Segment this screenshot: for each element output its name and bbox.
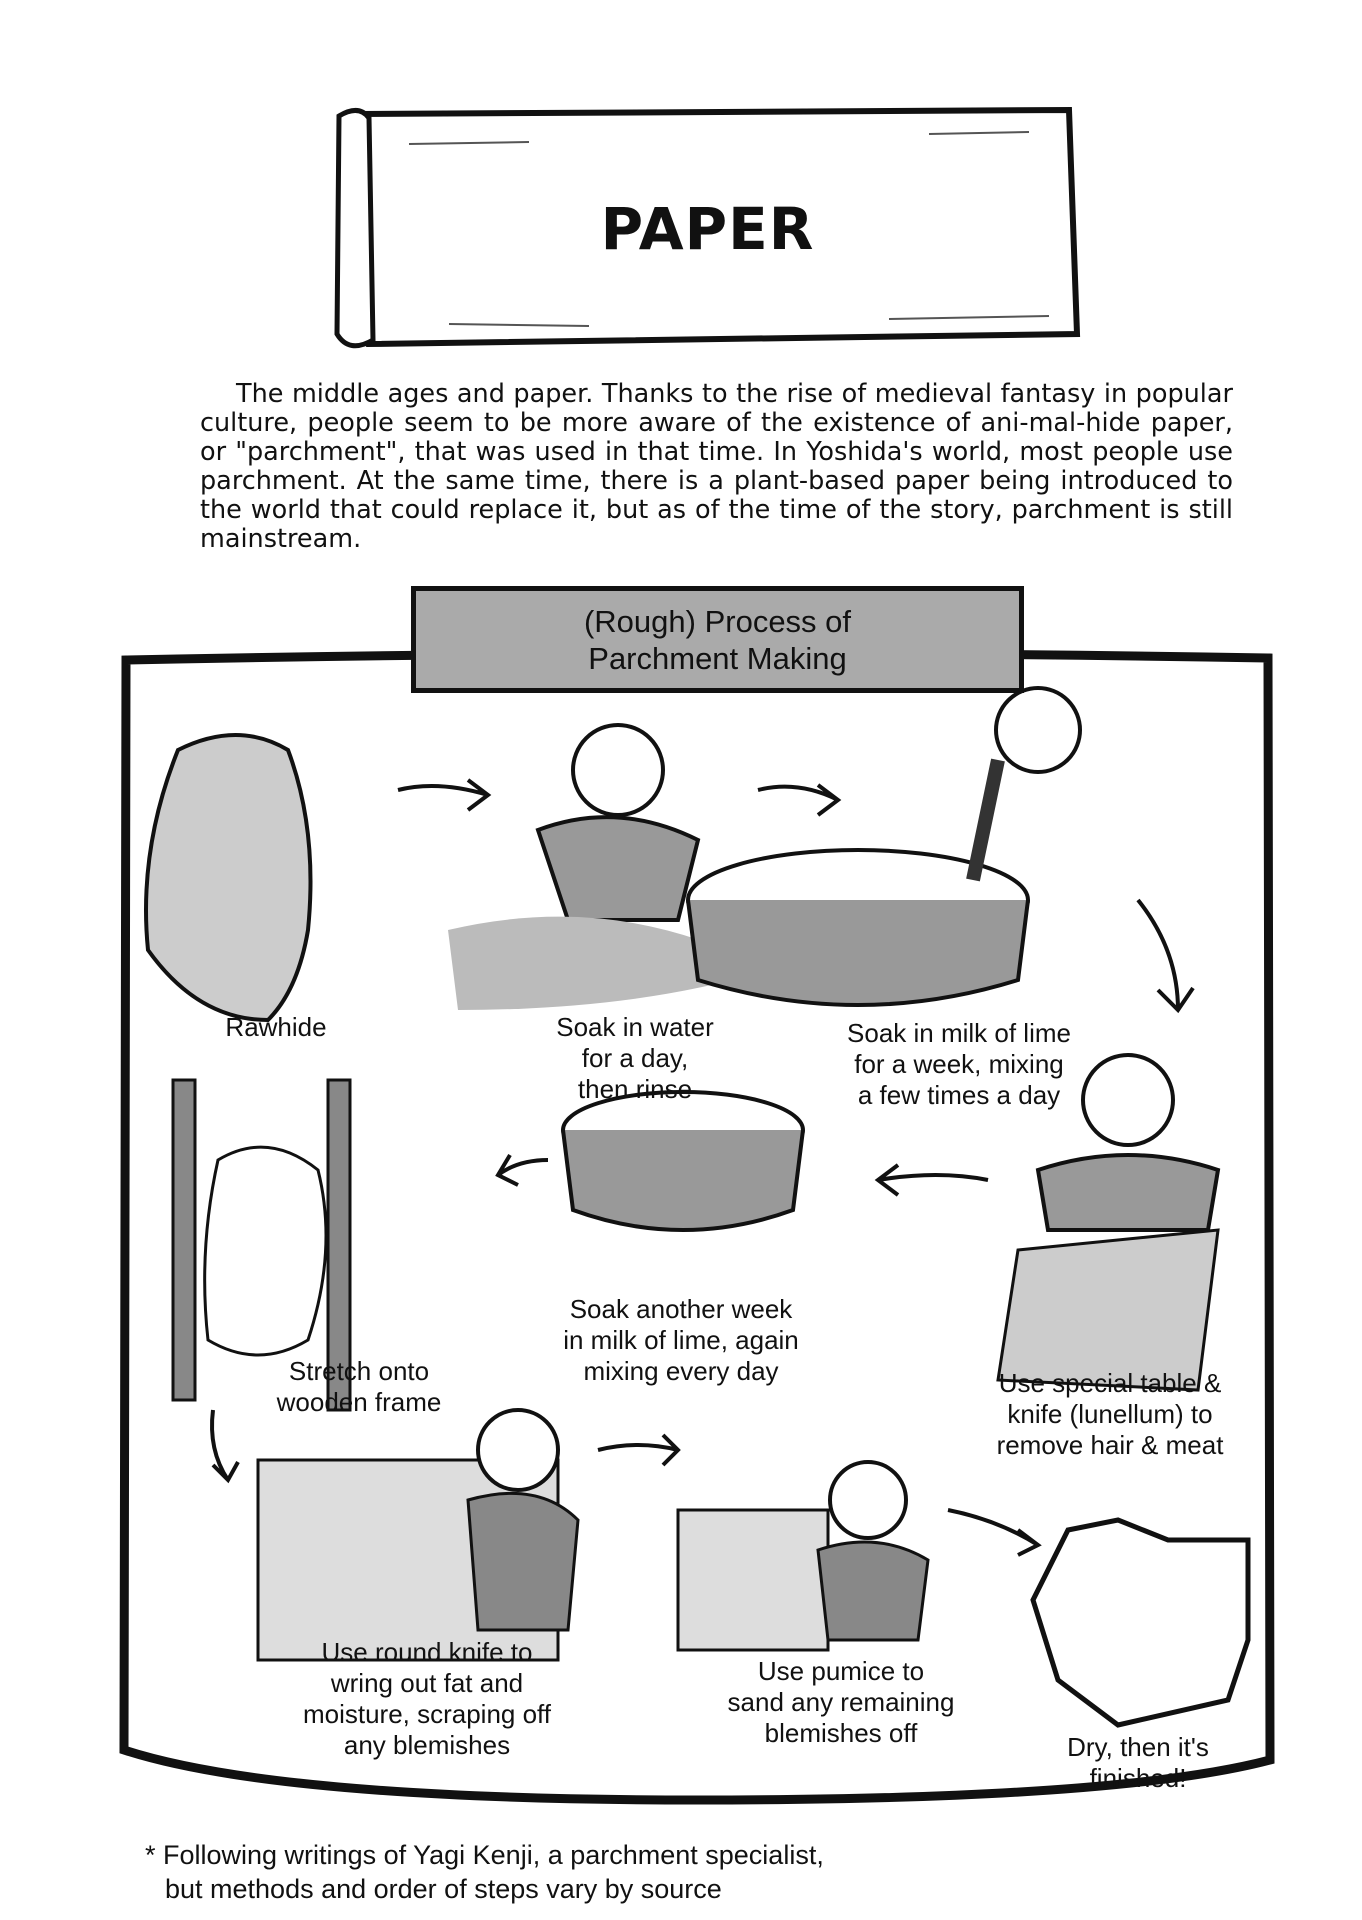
- caption-line: moisture, scraping off: [302, 1699, 552, 1729]
- caption-line: then rinse: [577, 1074, 693, 1104]
- step-caption-rawhide: Rawhide: [225, 1012, 326, 1043]
- arrows: [210, 778, 1195, 1557]
- caption-line: remove hair & meat: [996, 1430, 1224, 1460]
- caption-line: in milk of lime, again: [563, 1325, 799, 1355]
- footnote-line: but methods and order of steps vary by s…: [165, 1874, 722, 1904]
- process-frame: [119, 648, 1275, 1805]
- page-title: PAPER: [600, 195, 815, 263]
- caption-line: finished!: [1089, 1763, 1187, 1793]
- tub-illustration: [561, 1090, 805, 1232]
- caption-line: Use special table &: [998, 1368, 1222, 1398]
- caption-line: Soak another week: [569, 1294, 793, 1324]
- scraping-table-illustration: [996, 1053, 1221, 1392]
- caption-line: Use pumice to: [757, 1656, 925, 1686]
- caption-line: Use round knife to: [321, 1637, 533, 1667]
- process-header-line2: Parchment Making: [588, 640, 847, 676]
- caption-line: for a day,: [581, 1043, 689, 1073]
- caption-line: Stretch onto: [288, 1356, 430, 1386]
- footnote-line: * Following writings of Yagi Kenji, a pa…: [145, 1840, 824, 1870]
- caption-line: Dry, then it's: [1067, 1732, 1209, 1762]
- soaking-figure-illustration: [448, 723, 768, 1010]
- rawhide-illustration: [144, 733, 313, 1023]
- caption-line: Soak in milk of lime: [847, 1018, 1071, 1048]
- intro-text: The middle ages and paper. Thanks to the…: [200, 379, 1233, 554]
- process-header: (Rough) Process of Parchment Making: [411, 586, 1024, 693]
- footnote: * Following writings of Yagi Kenji, a pa…: [145, 1838, 824, 1906]
- process-header-line1: (Rough) Process of: [583, 603, 852, 639]
- caption-line: Soak in water: [556, 1012, 714, 1042]
- caption-line: blemishes off: [764, 1718, 918, 1748]
- caption-line: any blemishes: [343, 1730, 511, 1760]
- caption-line: Rawhide: [225, 1012, 327, 1042]
- caption-line: wring out fat and: [330, 1668, 524, 1698]
- stretching-frame-illustration: [171, 1078, 352, 1412]
- caption-line: knife (lunellum) to: [1007, 1399, 1213, 1429]
- pumice-illustration: [676, 1460, 930, 1652]
- tub-mixing-illustration: [686, 686, 1082, 1007]
- caption-line: for a week, mixing: [854, 1049, 1064, 1079]
- caption-line: wooden frame: [276, 1387, 442, 1417]
- caption-line: sand any remaining: [727, 1687, 955, 1717]
- finished-parchment-illustration: [1030, 1517, 1251, 1728]
- intro-paragraph: The middle ages and paper. Thanks to the…: [200, 380, 1233, 554]
- round-knife-illustration: [256, 1408, 580, 1662]
- caption-line: mixing every day: [583, 1356, 779, 1386]
- scroll-banner: [334, 106, 1081, 349]
- caption-line: a few times a day: [857, 1080, 1061, 1110]
